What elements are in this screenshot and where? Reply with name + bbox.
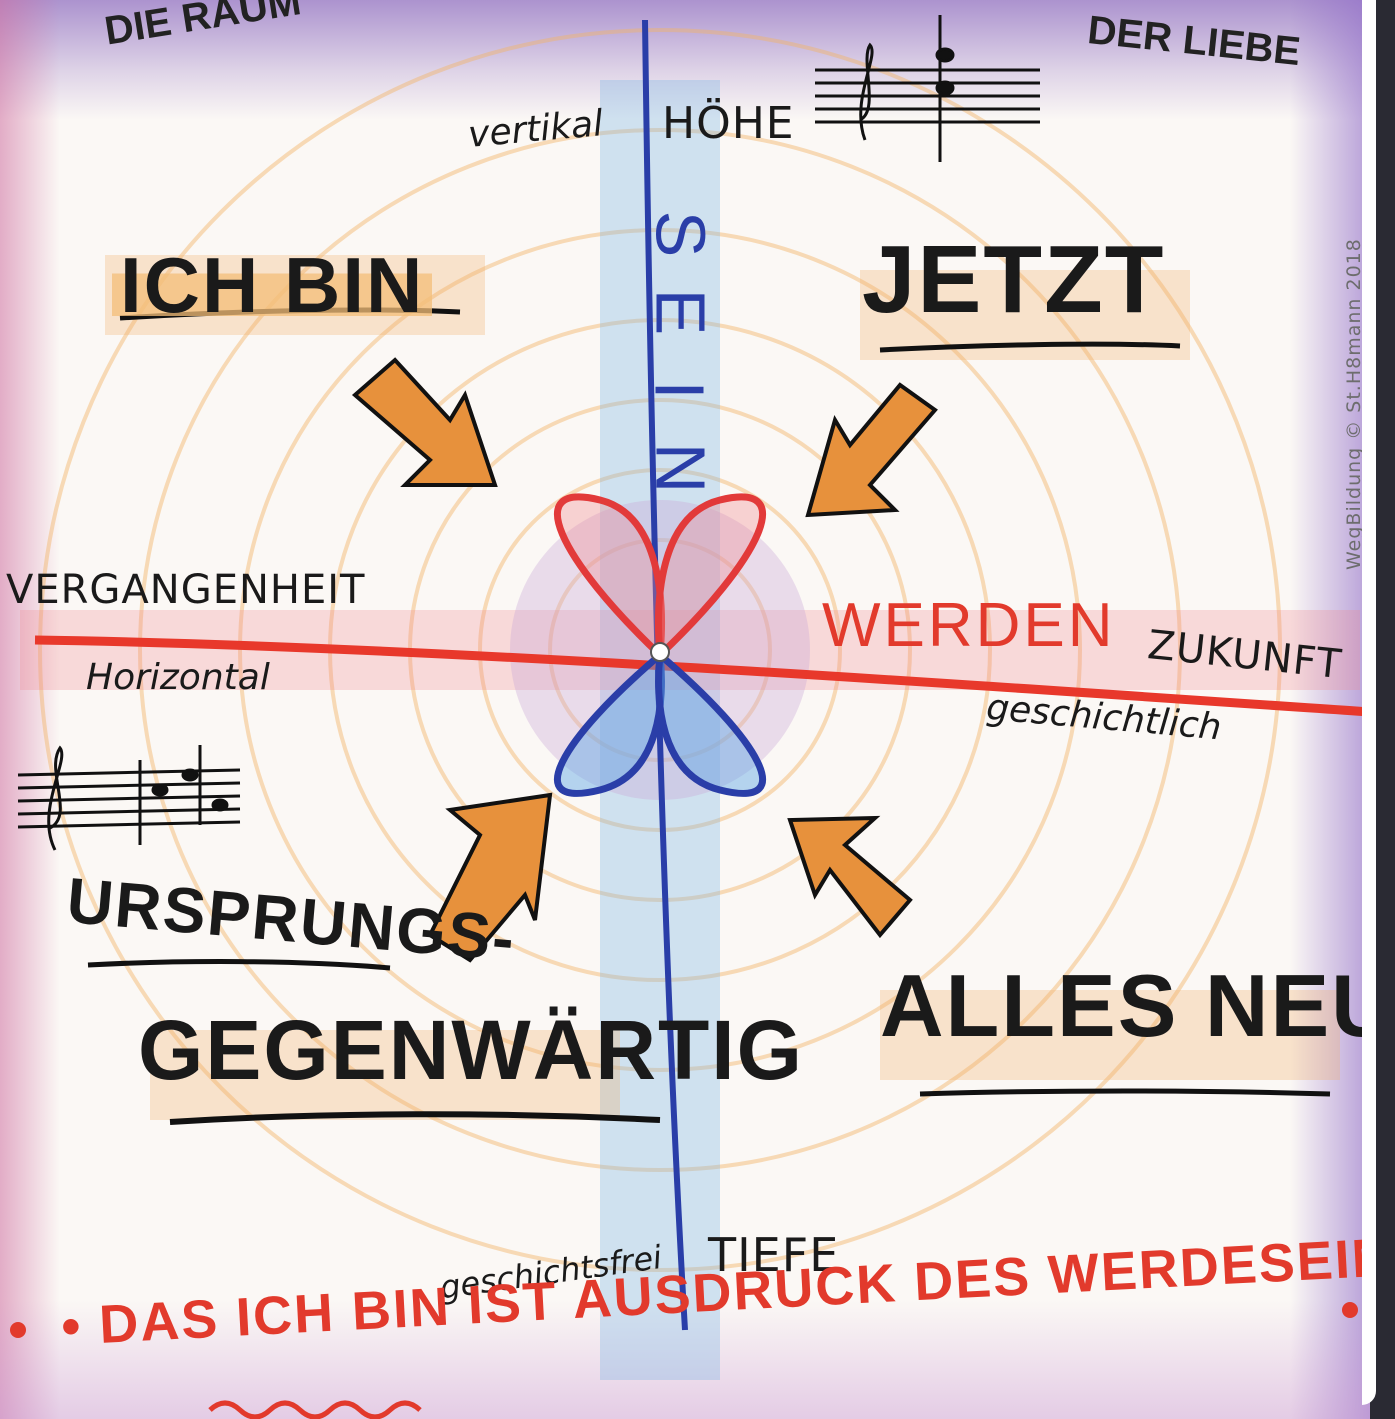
hatched-arrow-icon	[355, 360, 495, 485]
horizontal-label: Horizontal	[86, 660, 270, 696]
top-axis-label: HÖHE	[662, 102, 795, 146]
sein-letter: I	[641, 380, 719, 399]
left-axis-label: VERGANGENHEIT	[6, 570, 365, 610]
sein-letter: E	[641, 289, 719, 336]
sein-letter: S	[641, 211, 719, 258]
quadrant-top-right: JETZT	[862, 232, 1165, 328]
vertical-word-sein: S E I N	[644, 195, 716, 507]
quadrant-bottom-right: ALLES NEU!	[880, 962, 1395, 1050]
quadrant-top-left: ICH BIN	[112, 246, 432, 324]
treble-clef-staff-icon	[815, 15, 1040, 162]
page-frame-edge	[1370, 0, 1395, 1419]
horizontal-word-werden: WERDEN	[822, 595, 1116, 657]
hatched-arrow-icon	[790, 818, 910, 935]
hatched-arrow-icon	[808, 385, 935, 515]
sein-letter: N	[641, 443, 719, 494]
quadrant-bottom-left-line2: GEGENWÄRTIG	[138, 1008, 804, 1092]
treble-clef-staff-icon	[18, 745, 240, 850]
